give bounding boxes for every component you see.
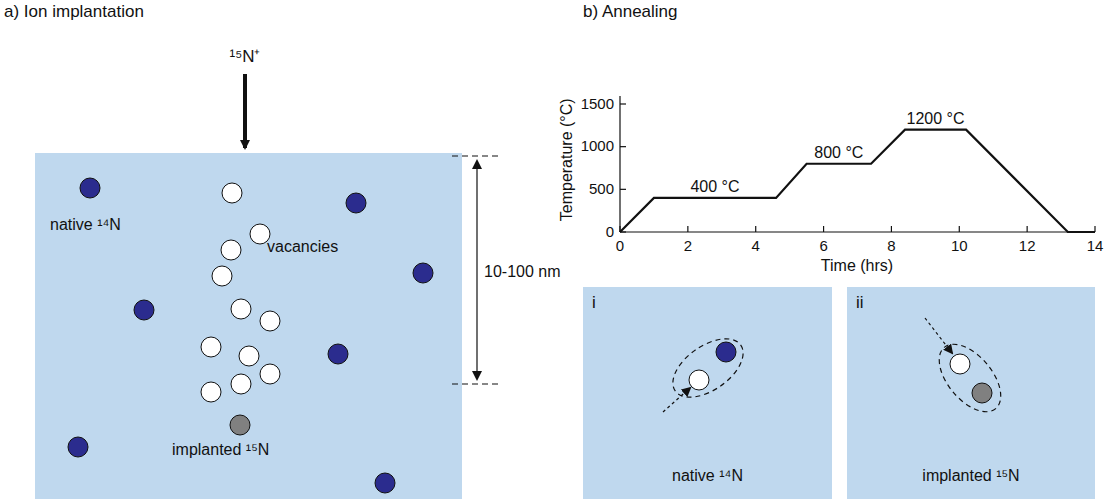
tick-label: 1000 (581, 138, 614, 155)
tick-label: 4 (752, 238, 760, 255)
inset-illustration (847, 287, 1095, 499)
axis-title: Temperature (°C) (557, 99, 575, 222)
tick-label: 14 (1087, 238, 1104, 255)
panel-title: b) Annealing (583, 3, 678, 22)
tick-label: 2 (684, 238, 692, 255)
native-nitrogen (68, 178, 433, 493)
inset-panel: i native ¹⁴N (583, 287, 832, 499)
temperature-label: 800 °C (814, 144, 863, 162)
inset-number: ii (856, 294, 864, 313)
species-label: native ¹⁴N (50, 216, 121, 234)
inset-panel: ii implanted ¹⁵N (847, 287, 1095, 499)
tick-label: 0 (606, 224, 614, 241)
species-label: vacancies (267, 238, 338, 256)
inset-illustration (583, 287, 832, 499)
panel-title: a) Ion implantation (4, 3, 144, 22)
dimension-label: 10-100 nm (484, 263, 561, 281)
tick-label: 1500 (581, 96, 614, 113)
ion-beam-arrow (243, 74, 247, 148)
species-label: implanted ¹⁵N (172, 441, 269, 459)
tick-label: 0 (616, 238, 624, 255)
tick-label: 8 (887, 238, 895, 255)
axis-ticks (620, 104, 1095, 232)
tick-label: 6 (819, 238, 827, 255)
temperature-profile (620, 130, 1095, 232)
temperature-label: 1200 °C (907, 110, 965, 128)
inset-number: i (592, 294, 596, 313)
depth-arrow (476, 161, 477, 379)
ion-label: ¹⁵N⁺ (230, 48, 261, 67)
tick-label: 12 (1019, 238, 1036, 255)
inset-caption: implanted ¹⁵N (922, 467, 1019, 485)
inset-caption: native ¹⁴N (672, 467, 743, 485)
vacancy (201, 183, 280, 402)
temperature-label: 400 °C (690, 178, 739, 196)
chart-axes (620, 96, 1095, 232)
diamond-sample (35, 153, 462, 499)
axis-title: Time (hrs) (821, 257, 893, 275)
tick-label: 500 (589, 181, 614, 198)
implanted-nitrogen (230, 415, 250, 435)
tick-label: 10 (951, 238, 968, 255)
